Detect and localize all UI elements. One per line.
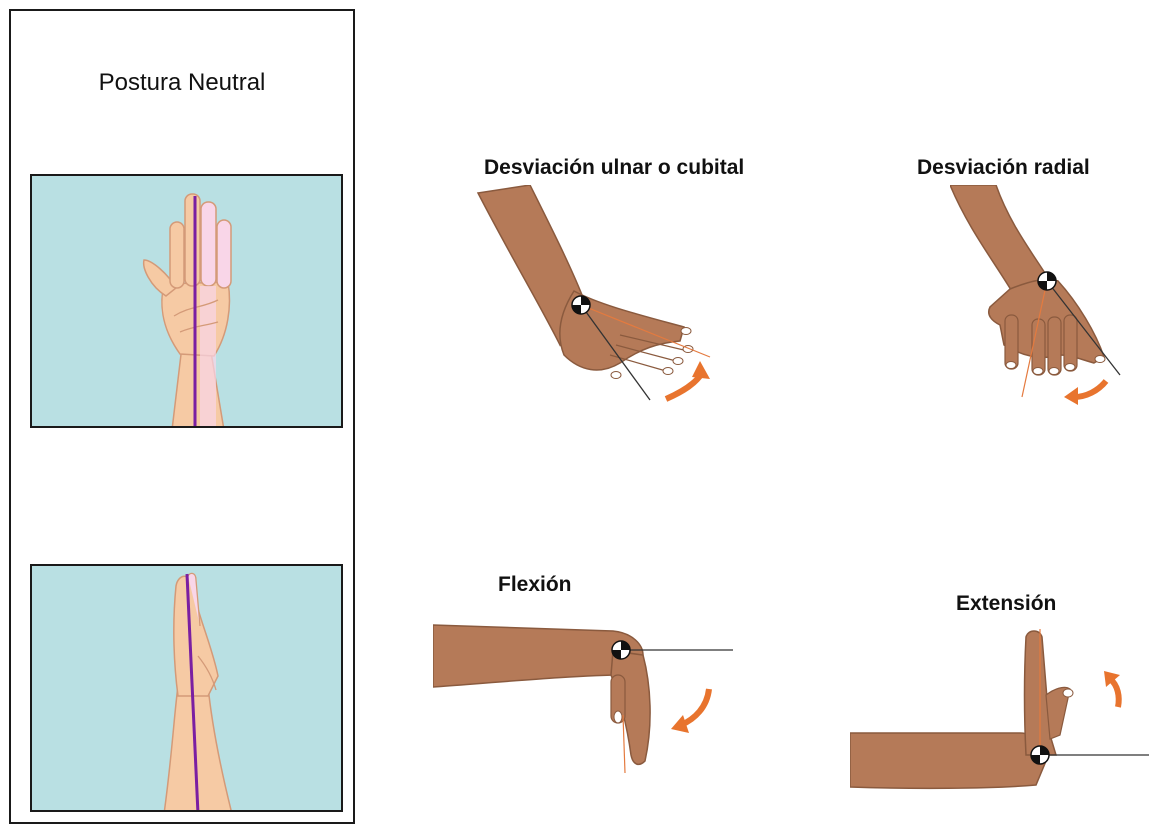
ulnar-deviation-label: Desviación ulnar o cubital xyxy=(484,156,744,180)
neutral-side-frame xyxy=(30,564,343,812)
neutral-posture-panel: Postura Neutral xyxy=(9,9,355,824)
flexion-arm-icon xyxy=(433,615,733,775)
joint-marker-icon xyxy=(612,641,630,659)
joint-marker-icon xyxy=(1038,272,1056,290)
neutral-hand-palm-icon xyxy=(32,176,343,428)
neutral-palm-frame xyxy=(30,174,343,428)
neutral-hand-side-icon xyxy=(32,566,343,812)
radial-deviation-label: Desviación radial xyxy=(917,156,1090,180)
radial-deviation-hand-icon xyxy=(950,185,1140,405)
ulnar-deviation-hand-icon xyxy=(470,185,730,405)
extension-arm-icon xyxy=(850,625,1149,795)
joint-marker-icon xyxy=(572,296,590,314)
flexion-label: Flexión xyxy=(498,573,572,597)
extension-label: Extensión xyxy=(956,592,1056,616)
joint-marker-icon xyxy=(1031,746,1049,764)
neutral-posture-title: Postura Neutral xyxy=(11,69,353,97)
